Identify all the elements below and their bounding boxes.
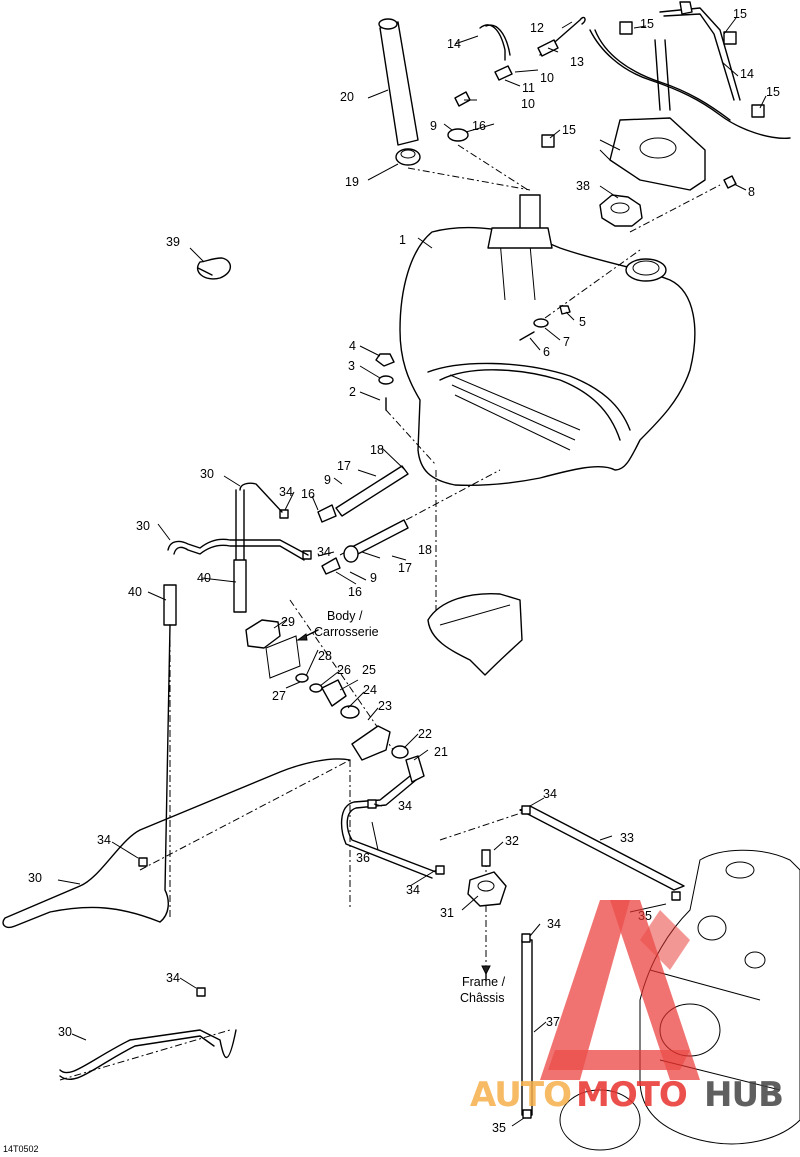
callout: 15 — [640, 17, 654, 31]
fuel-pump-parts — [245, 619, 425, 783]
callout: 23 — [378, 699, 392, 713]
callout: 2 — [349, 385, 356, 399]
callout: 35 — [492, 1121, 506, 1135]
callout: 15 — [766, 85, 780, 99]
callout: 9 — [430, 119, 437, 133]
callout: 30 — [200, 467, 214, 481]
callout: 30 — [58, 1025, 72, 1039]
callout: 1 — [399, 233, 406, 247]
callout: 34 — [547, 917, 561, 931]
hose-clamp — [196, 257, 232, 280]
body-note-line1: Body / — [327, 609, 363, 623]
fuel-filter — [467, 849, 507, 981]
callout-labels: 1 2 3 4 5 6 7 8 9 9 9 10 10 11 12 13 14 … — [28, 7, 780, 1135]
callout: 19 — [345, 175, 359, 189]
callout: 39 — [166, 235, 180, 249]
callout: 17 — [398, 561, 412, 575]
callout: 17 — [337, 459, 351, 473]
callout: 10 — [540, 71, 554, 85]
callout: 3 — [348, 359, 355, 373]
bottom-hoses — [2, 624, 685, 1119]
callout: 38 — [576, 179, 590, 193]
callout: 6 — [543, 345, 550, 359]
callout: 34 — [406, 883, 420, 897]
callout: 34 — [398, 799, 412, 813]
callout: 8 — [748, 185, 755, 199]
filler-cap — [599, 194, 643, 227]
fasteners-center — [375, 175, 737, 411]
callout: 7 — [563, 335, 570, 349]
callout: 10 — [521, 97, 535, 111]
callout: 36 — [356, 851, 370, 865]
callout: 31 — [440, 906, 454, 920]
callout: 30 — [28, 871, 42, 885]
tank-bracket — [599, 117, 706, 191]
callout: 26 — [337, 663, 351, 677]
body-bracket — [427, 593, 523, 676]
vent-lines-top — [447, 1, 791, 148]
callout: 5 — [579, 315, 586, 329]
callout: 25 — [362, 663, 376, 677]
callout: 9 — [324, 473, 331, 487]
drawing-code: 14T0502 — [3, 1144, 39, 1154]
watermark-moto: MOTO — [576, 1075, 687, 1115]
callout: 40 — [128, 585, 142, 599]
automotohub-watermark: AUTO MOTO HUB — [470, 900, 784, 1115]
mid-hoses — [163, 465, 409, 626]
frame-note-line1: Frame / — [462, 975, 506, 989]
callout: 11 — [522, 81, 535, 95]
callout: 40 — [197, 571, 211, 585]
callout: 20 — [340, 90, 354, 104]
callout: 16 — [472, 119, 486, 133]
callout: 16 — [348, 585, 362, 599]
callout: 33 — [620, 831, 634, 845]
callout: 14 — [447, 37, 461, 51]
callout: 14 — [740, 67, 754, 81]
callout: 15 — [733, 7, 747, 21]
callout: 30 — [136, 519, 150, 533]
body-note-line2: Carrosserie — [314, 625, 379, 639]
callout: 15 — [562, 123, 576, 137]
leader-lines — [57, 17, 767, 1127]
watermark-hub: HUB — [704, 1075, 783, 1115]
callout: 37 — [546, 1015, 560, 1029]
callout: 18 — [418, 543, 432, 557]
watermark-auto: AUTO — [470, 1075, 571, 1115]
callout: 22 — [418, 727, 432, 741]
callout: 4 — [349, 339, 356, 353]
callout: 28 — [318, 649, 332, 663]
callout: 9 — [370, 571, 377, 585]
fuel-tank — [399, 194, 696, 486]
callout: 16 — [301, 487, 315, 501]
watermark-logo — [540, 900, 630, 1080]
vent-tube — [378, 18, 421, 166]
callout: 32 — [505, 834, 519, 848]
callout: 34 — [317, 545, 331, 559]
reference-notes: Body / Carrosserie Frame / Châssis 14T05… — [3, 609, 506, 1154]
callout: 34 — [279, 485, 293, 499]
callout: 18 — [370, 443, 384, 457]
callout: 24 — [363, 683, 377, 697]
callout: 34 — [543, 787, 557, 801]
callout: 12 — [530, 21, 544, 35]
callout: 21 — [434, 745, 448, 759]
callout: 27 — [272, 689, 286, 703]
callout: 34 — [97, 833, 111, 847]
callout: 29 — [281, 615, 295, 629]
callout: 13 — [570, 55, 584, 69]
callout: 34 — [166, 971, 180, 985]
frame-note-line2: Châssis — [460, 991, 504, 1005]
